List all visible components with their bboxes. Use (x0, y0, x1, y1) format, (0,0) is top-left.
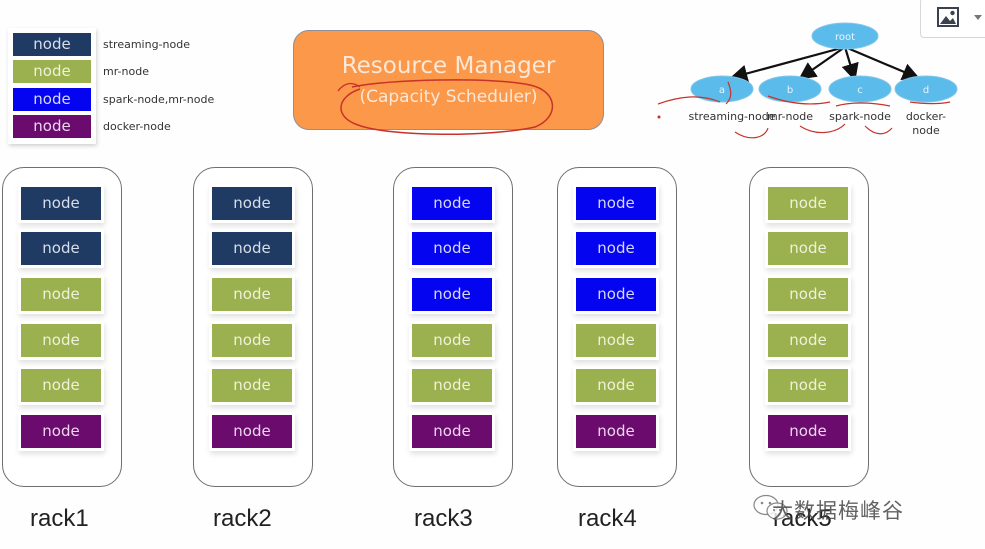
streaming-node: node (212, 232, 292, 265)
svg-text:d: d (923, 85, 929, 96)
legend-label-spark: spark-node,mr-node (103, 93, 215, 106)
tree-child-label-b: mr-node (767, 110, 813, 123)
spark-node: node (412, 278, 492, 311)
tree-child-label-d: docker-node (905, 110, 947, 137)
spark-node: node (576, 278, 656, 311)
spark-node: node (576, 187, 656, 220)
chevron-down-icon[interactable] (973, 13, 983, 21)
svg-text:b: b (787, 85, 793, 96)
mr-node: node (576, 324, 656, 357)
mr-node: node (768, 187, 848, 220)
mr-node: node (21, 278, 101, 311)
rack-4: node node node node node node (557, 167, 677, 487)
rack-label: rack3 (414, 505, 473, 532)
tree-child-node-b: b (758, 75, 822, 103)
docker-node: node (768, 415, 848, 448)
tree-child-label-a: streaming-node (688, 110, 776, 123)
docker-node: node (412, 415, 492, 448)
rack-3: node node node node node node (393, 167, 513, 487)
mr-node: node (212, 324, 292, 357)
streaming-node: node (212, 187, 292, 220)
docker-node: node (21, 415, 101, 448)
rack-label: rack1 (30, 505, 89, 532)
mr-node: node (768, 369, 848, 402)
legend-swatch-streaming: node (13, 33, 91, 56)
legend-swatch-mr: node (13, 60, 91, 83)
spark-node: node (576, 232, 656, 265)
mr-node: node (212, 369, 292, 402)
rack-label: rack4 (578, 505, 637, 532)
rack-2: node node node node node node (193, 167, 313, 487)
tree-child-node-c: c (828, 75, 892, 103)
tree-edge-b (798, 46, 846, 80)
tree-edge-c (841, 46, 859, 82)
rack-label: rack2 (213, 505, 272, 532)
legend-label-docker: docker-node (103, 120, 171, 133)
tree-edge-d (844, 45, 921, 80)
docker-node: node (576, 415, 656, 448)
svg-text:c: c (857, 85, 863, 96)
tree-child-node-a: a (690, 75, 754, 103)
streaming-node: node (21, 187, 101, 220)
legend-label-streaming: streaming-node (103, 38, 190, 51)
docker-node: node (212, 415, 292, 448)
spark-node: node (412, 187, 492, 220)
legend-swatch-spark: node (13, 88, 91, 111)
watermark-text: 大数据梅峰谷 (772, 499, 904, 523)
mr-node: node (768, 232, 848, 265)
annotation-circle (337, 79, 554, 135)
resource-manager-subtitle: (Capacity Scheduler) (359, 87, 538, 107)
mr-node: node (21, 369, 101, 402)
tree-diagram: root a b c d (657, 22, 958, 139)
legend-swatch-docker: node (13, 115, 91, 138)
svg-text:a: a (719, 85, 725, 96)
mr-node: node (768, 324, 848, 357)
mr-node: node (412, 324, 492, 357)
streaming-node: node (21, 232, 101, 265)
wechat-logo-icon (753, 494, 788, 520)
mr-node: node (412, 369, 492, 402)
resource-manager-title: Resource Manager (341, 53, 556, 79)
legend-label-mr: mr-node (103, 65, 149, 78)
rack-1: node node node node node node (2, 167, 122, 487)
image-widget[interactable] (920, 0, 985, 38)
mr-node: node (21, 324, 101, 357)
tree-child-label-c: spark-node (829, 110, 891, 123)
mr-node: node (768, 278, 848, 311)
tree-child-node-d: d (894, 75, 958, 103)
rack-5: node node node node node node (749, 167, 869, 487)
spark-node: node (412, 232, 492, 265)
mr-node: node (576, 369, 656, 402)
tree-root-node: root (811, 22, 879, 50)
image-icon[interactable] (937, 7, 959, 27)
tree-edge-a (729, 45, 846, 83)
mr-node: node (212, 278, 292, 311)
svg-text:root: root (835, 32, 855, 43)
